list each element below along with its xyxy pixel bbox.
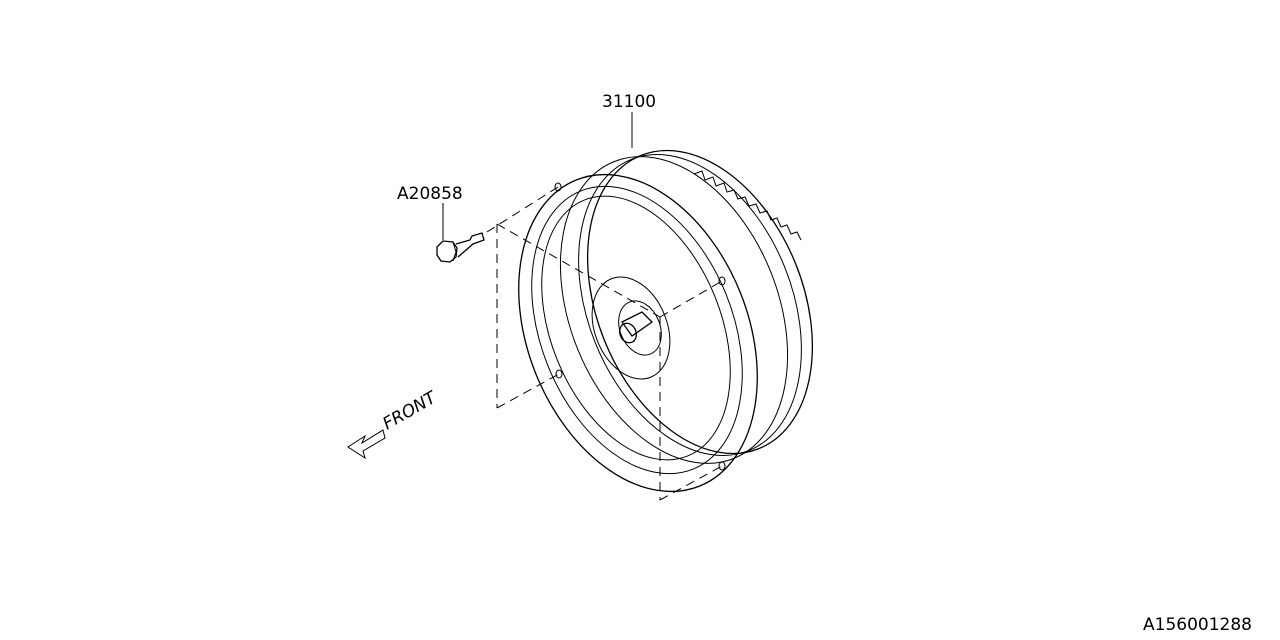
hub-boss	[618, 300, 662, 356]
bolt-hole	[554, 182, 562, 192]
torque-converter	[518, 149, 814, 493]
bolt-hole	[555, 369, 563, 379]
front-cover-inner	[541, 195, 731, 461]
converter-back-rim	[586, 149, 814, 455]
converter-back-rim-inner	[578, 154, 802, 456]
pilot-shaft	[621, 311, 654, 337]
arrow-outline-icon	[347, 429, 386, 460]
front-cover-step	[531, 185, 743, 475]
bolt-head	[436, 240, 458, 263]
pilot-tip	[619, 322, 637, 344]
assembly-dashed-lines	[486, 186, 723, 501]
front-cover-outer	[518, 173, 758, 493]
figure-id: A156001288	[1143, 615, 1252, 635]
front-arrow: FRONT	[347, 387, 442, 460]
hub-ring	[591, 276, 671, 380]
part-label-a20858: A20858	[397, 184, 463, 204]
bolt	[436, 232, 485, 263]
bolt-hole	[718, 461, 726, 471]
bolt-shank	[455, 232, 485, 258]
bolt-hole	[718, 276, 726, 286]
bolt-flange	[452, 241, 457, 262]
ring-gear-teeth	[693, 170, 802, 241]
front-direction-label: FRONT	[380, 387, 442, 434]
part-label-31100: 31100	[602, 92, 656, 112]
